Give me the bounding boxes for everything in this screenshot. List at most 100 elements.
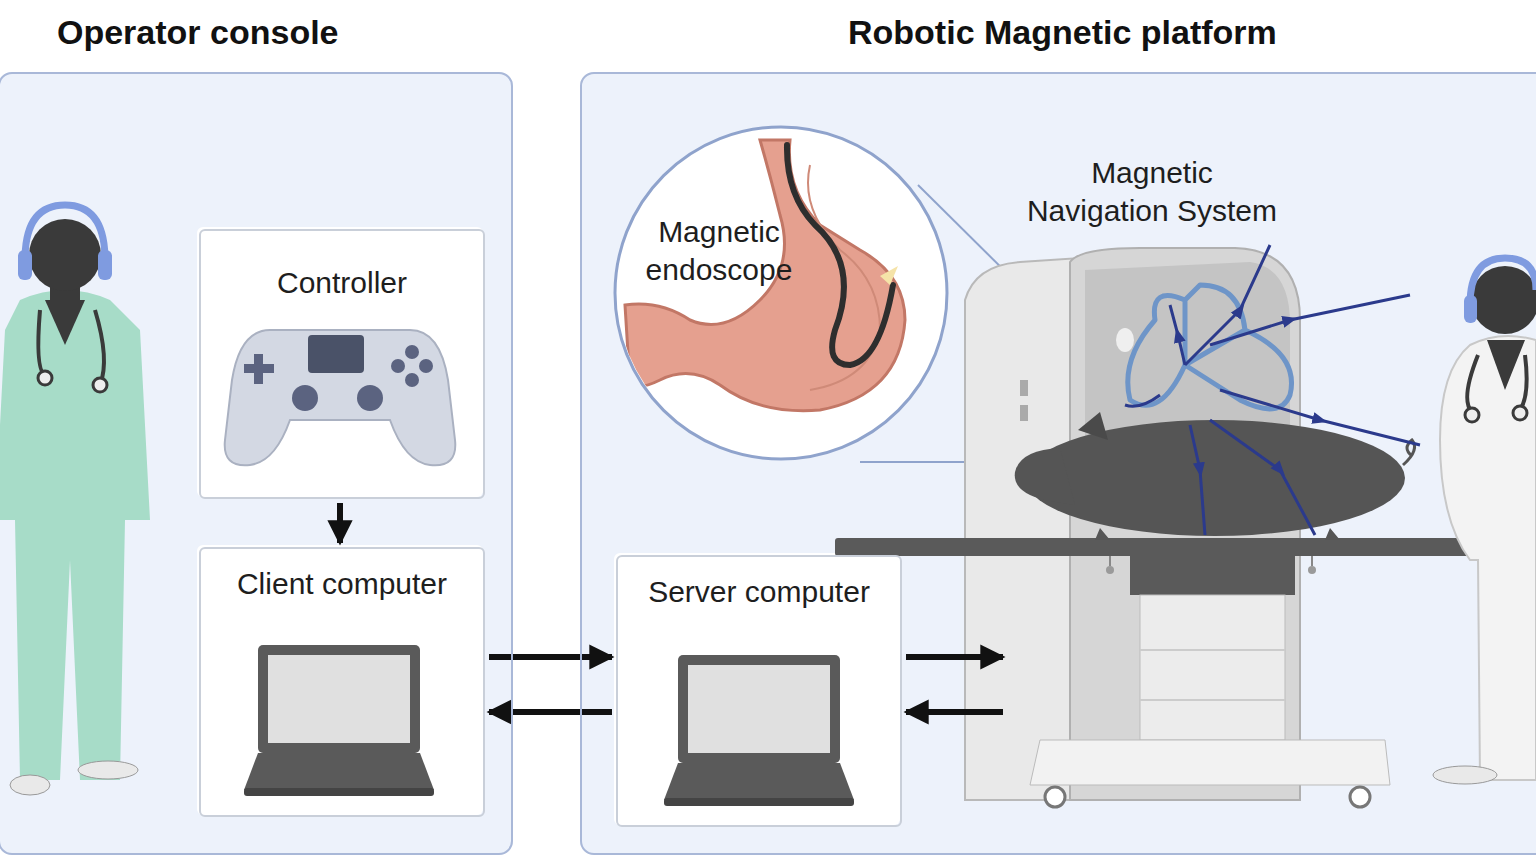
operating-table — [1030, 740, 1390, 785]
operating-table — [1311, 556, 1313, 566]
navigation-machine — [1020, 380, 1028, 396]
operator-figure — [93, 378, 107, 392]
gamepad-icon — [357, 385, 383, 411]
box-fill — [197, 227, 483, 497]
operating-table — [1045, 787, 1065, 807]
operator-figure — [78, 761, 138, 779]
data-arrow — [906, 654, 1003, 660]
operator-figure — [0, 205, 150, 795]
operating-table — [835, 538, 1536, 556]
field-line — [1170, 305, 1185, 365]
panel-heading: Operator console — [57, 12, 339, 52]
node-label: Magnetic endoscope — [629, 213, 809, 289]
navigation-machine — [965, 258, 1080, 800]
clinician-figure — [1433, 766, 1497, 784]
stomach-inset — [625, 140, 905, 411]
operator-figure — [98, 250, 112, 280]
console-panel: Operator consoleControllerClient compute… — [0, 72, 513, 855]
controller-box: Controller — [199, 229, 485, 499]
field-line — [1190, 425, 1205, 535]
laptop-icon — [258, 645, 420, 753]
clinician-figure — [1464, 295, 1477, 323]
endoscope-circle: Magnetic endoscope — [617, 127, 949, 463]
operator-figure — [10, 775, 50, 795]
navigation-machine — [1128, 285, 1292, 409]
operating-table — [1350, 787, 1370, 807]
data-arrow — [489, 654, 612, 660]
clinician-figure — [1465, 408, 1479, 422]
stomach-inset — [787, 145, 893, 365]
laptop-icon — [688, 665, 830, 753]
clinician-figure — [1470, 258, 1536, 305]
gamepad-icon — [292, 385, 318, 411]
laptop-icon — [244, 645, 434, 796]
operating-table — [1308, 566, 1316, 574]
operating-table — [1109, 556, 1111, 566]
data-arrow — [337, 503, 343, 543]
panel-heading: Robotic Magnetic platform — [848, 12, 1277, 52]
pig-figure — [1015, 412, 1415, 540]
pig-figure — [1025, 420, 1405, 536]
pig-figure — [1078, 412, 1108, 440]
box-fill — [197, 545, 483, 815]
clinician-figure — [1433, 258, 1536, 784]
operator-figure — [45, 300, 85, 345]
node-label: Magnetic Navigation System — [1017, 154, 1287, 230]
stomach-inset — [615, 127, 947, 459]
clinician-figure — [1487, 340, 1525, 390]
operating-table — [835, 538, 1536, 807]
gamepad-icon — [391, 359, 405, 373]
clinician-figure — [1467, 355, 1526, 412]
operator-figure — [38, 371, 52, 385]
gamepad-icon — [225, 330, 456, 465]
operator-figure — [0, 290, 150, 780]
field-line — [1210, 420, 1315, 535]
server-box: Server computer — [616, 555, 902, 827]
panel-fill — [580, 72, 1536, 855]
navigation-machine — [1020, 405, 1028, 421]
node-label: Server computer — [618, 573, 900, 611]
gamepad-icon — [308, 335, 364, 373]
laptop-icon — [268, 655, 410, 743]
pig-figure — [1015, 448, 1075, 505]
gamepad-icon — [405, 345, 419, 359]
field-line — [1185, 245, 1270, 365]
laptop-icon — [678, 655, 840, 763]
box-fill — [614, 553, 900, 825]
laptop-icon — [244, 788, 434, 796]
stomach-inset — [880, 266, 898, 285]
navigation-machine — [1116, 328, 1134, 352]
gamepad-icon — [419, 359, 433, 373]
operating-table — [1106, 566, 1494, 574]
pig-figure — [1095, 528, 1340, 540]
operator-figure — [25, 205, 105, 260]
operating-table — [1106, 566, 1114, 574]
gamepad-icon — [244, 364, 274, 373]
gamepad-icon — [225, 330, 456, 465]
operating-table — [1140, 649, 1285, 651]
stomach-inset — [625, 140, 905, 411]
panel-fill — [0, 72, 1536, 855]
laptop-icon — [244, 753, 434, 790]
node-label: Client computer — [201, 565, 483, 603]
operating-table — [1130, 555, 1295, 595]
operator-figure — [18, 250, 32, 280]
operating-table — [1140, 699, 1285, 701]
clinician-figure — [1471, 266, 1536, 334]
field-line — [1125, 395, 1160, 406]
field-line — [1220, 390, 1420, 445]
operating-table — [1110, 556, 1490, 566]
node-label: Controller — [201, 264, 483, 302]
clinician-figure — [1513, 406, 1527, 420]
field-line — [1125, 245, 1420, 535]
client-box: Client computer — [199, 547, 485, 817]
laptop-icon — [664, 655, 854, 806]
clinician-figure — [1440, 336, 1536, 780]
navigation-system: Magnetic Navigation System — [1007, 154, 1297, 802]
operator-figure — [38, 310, 104, 385]
field-line — [1210, 295, 1410, 345]
data-arrow — [489, 709, 612, 715]
